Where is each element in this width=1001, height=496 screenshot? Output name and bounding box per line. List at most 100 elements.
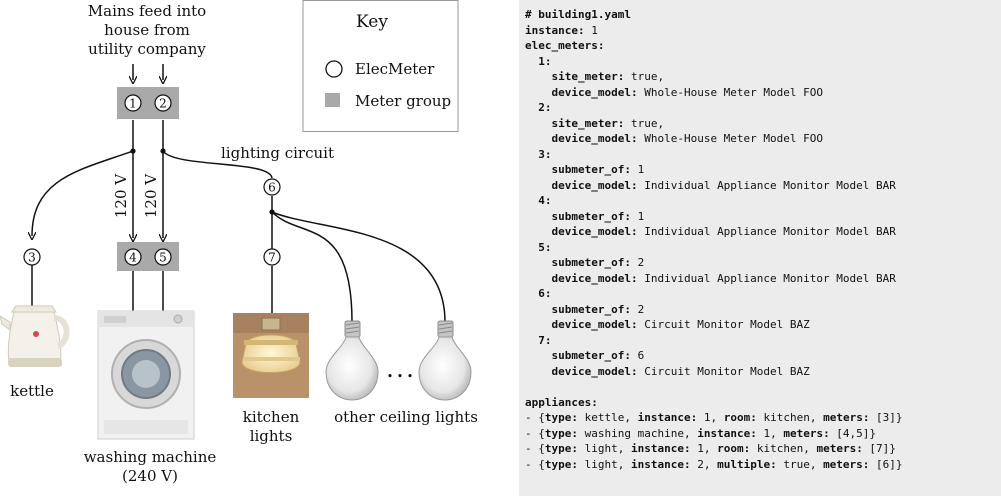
code-line: device_model: Individual Appliance Monit… — [525, 224, 1001, 240]
code-key: 6: — [525, 287, 552, 300]
code-line: 4: — [525, 193, 1001, 209]
code-value: 1, — [756, 426, 784, 440]
code-value: true, — [776, 457, 824, 471]
code-line: device_model: Circuit Monitor Model BAZ — [525, 364, 1001, 380]
code-value: 1, — [690, 442, 718, 455]
meter-2: 2 — [154, 94, 172, 112]
code-value: Individual Appliance Monitor Model BAR — [637, 225, 896, 238]
junction-dots — [130, 148, 275, 215]
meter-2-number: 2 — [159, 97, 167, 111]
meter-6: 6 — [263, 178, 281, 196]
code-line: 7: — [525, 333, 1001, 349]
code-value: kitchen, — [756, 411, 824, 424]
code-line: - {type: light, instance: 2, multiple: t… — [525, 457, 1001, 473]
wire-to-ceiling-light-1 — [271, 211, 353, 323]
code-key: type: — [544, 457, 578, 471]
code-value: washing machine, — [578, 426, 698, 440]
code-line: 2: — [525, 100, 1001, 116]
code-line: elec_meters: — [525, 38, 1001, 54]
mains-label-line1: Mains feed into — [88, 2, 206, 20]
voltage-label-b: 120 V — [142, 173, 160, 218]
key-elecmeter-label: ElecMeter — [355, 60, 435, 78]
code-value: light, — [578, 457, 631, 471]
meter-4-number: 4 — [129, 251, 137, 265]
code-value: Whole-House Meter Model FOO — [637, 85, 824, 99]
code-line: device_model: Individual Appliance Monit… — [525, 178, 1001, 194]
code-value: Whole-House Meter Model FOO — [637, 132, 824, 145]
code-line: device_model: Whole-House Meter Model FO… — [525, 85, 1001, 101]
code-line: 1: — [525, 54, 1001, 70]
code-value: [7]} — [862, 442, 896, 455]
code-key: submeter_of: — [525, 256, 631, 269]
kettle-icon — [0, 305, 70, 367]
code-value: Individual Appliance Monitor Model BAR — [637, 178, 896, 192]
kitchen-light-icon — [233, 313, 309, 398]
code-key: device_model: — [525, 85, 638, 99]
wire-to-ceiling-light-2 — [271, 211, 446, 323]
meter-1-number: 1 — [129, 97, 137, 111]
code-value: true, — [624, 116, 665, 130]
wires — [32, 64, 446, 323]
code-key: type: — [544, 442, 578, 455]
code-value: [3]} — [869, 411, 903, 424]
code-key: # building1.yaml — [525, 8, 631, 21]
code-line: submeter_of: 1 — [525, 209, 1001, 225]
code-key: submeter_of: — [525, 163, 631, 176]
code-value: - { — [525, 411, 545, 424]
meter-7-number: 7 — [268, 251, 276, 265]
code-key: meters: — [783, 426, 830, 440]
code-key: site_meter: — [525, 70, 625, 83]
code-line: site_meter: true, — [525, 69, 1001, 85]
code-key: instance: — [525, 23, 585, 37]
washing-machine-icon — [97, 310, 195, 440]
code-value: - { — [525, 442, 545, 455]
code-line: 5: — [525, 240, 1001, 256]
meter-3: 3 — [23, 248, 41, 266]
code-value: 1 — [584, 23, 598, 37]
code-key: type: — [544, 411, 578, 424]
code-key: 1: — [525, 54, 552, 68]
code-key: 4: — [525, 194, 552, 207]
key-title: Key — [356, 12, 388, 32]
kitchen-lights-label-line1: kitchen — [243, 408, 300, 426]
meter-6-number: 6 — [268, 181, 276, 195]
meter-group-key-icon — [325, 93, 340, 107]
meter-5-number: 5 — [159, 251, 167, 265]
code-key: 2: — [525, 101, 552, 114]
code-line: site_meter: true, — [525, 116, 1001, 132]
code-value: 1 — [630, 163, 645, 176]
meter-5: 5 — [154, 248, 172, 266]
code-value: Circuit Monitor Model BAZ — [637, 318, 810, 331]
key-meter-group-label: Meter group — [355, 92, 451, 110]
code-line: 6: — [525, 286, 1001, 302]
kettle-label: kettle — [10, 382, 54, 400]
mains-label-line2: house from — [104, 21, 190, 39]
code-value: 1 — [630, 209, 645, 223]
code-key: instance: — [697, 426, 757, 440]
meter-3-number: 3 — [28, 251, 36, 265]
code-line: device_model: Individual Appliance Monit… — [525, 271, 1001, 287]
wire-lighting-circuit — [162, 150, 273, 179]
code-value: Individual Appliance Monitor Model BAR — [637, 271, 896, 285]
code-key: 7: — [525, 333, 552, 347]
code-key: room: — [723, 411, 757, 424]
code-line: submeter_of: 2 — [525, 302, 1001, 318]
code-key: device_model: — [525, 271, 638, 285]
code-line: submeter_of: 6 — [525, 348, 1001, 364]
lighting-circuit-label: lighting circuit — [221, 144, 334, 162]
code-key: meters: — [816, 442, 863, 455]
code-key: submeter_of: — [525, 209, 631, 223]
code-line: - {type: kettle, instance: 1, room: kitc… — [525, 410, 1001, 426]
washing-machine-label-line1: washing machine — [84, 448, 217, 466]
ceiling-bulb-icon-1 — [325, 320, 379, 401]
code-value: 6 — [630, 349, 645, 362]
code-line: appliances: — [525, 395, 1001, 411]
code-key: device_model: — [525, 132, 638, 145]
code-line: - {type: washing machine, instance: 1, m… — [525, 426, 1001, 442]
code-value: - { — [525, 457, 545, 471]
code-value: 2 — [630, 256, 645, 269]
code-value: Circuit Monitor Model BAZ — [637, 364, 810, 378]
code-line: submeter_of: 2 — [525, 255, 1001, 271]
